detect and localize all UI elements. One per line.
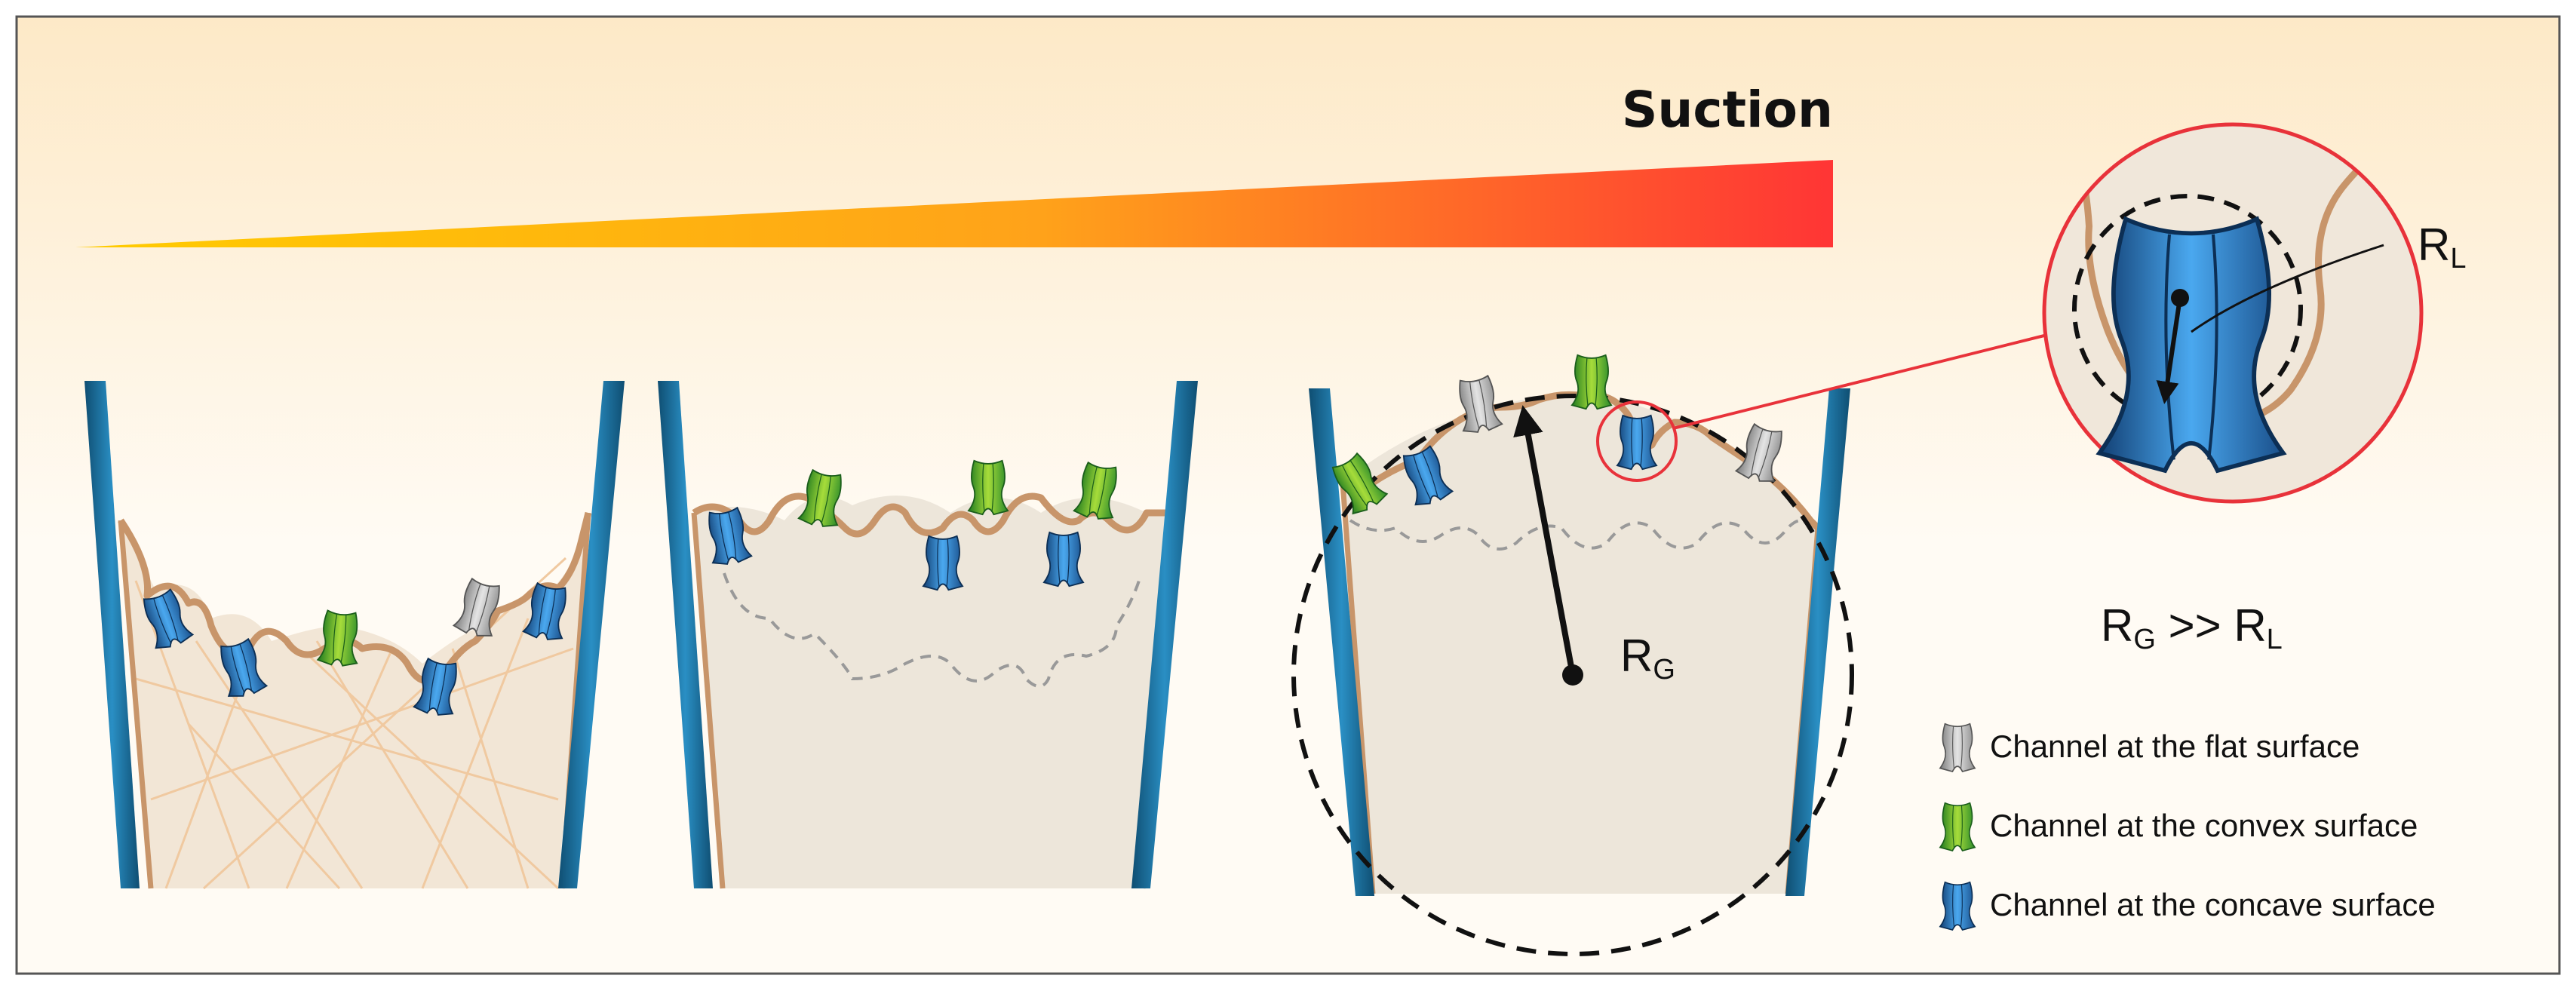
panel-2-channel-concave-icon <box>1042 531 1085 588</box>
global-radius-label: RG <box>1620 630 1675 686</box>
panel-1-pipette-wall-left <box>84 381 140 888</box>
legend-label-flat: Channel at the flat surface <box>1990 729 2360 764</box>
panel-2-membrane <box>692 492 1168 538</box>
global-radius-arrow <box>1513 405 1576 676</box>
legend-label-concave: Channel at the concave surface <box>1990 887 2436 922</box>
global-curvature-circle <box>1291 394 1854 956</box>
panel-2-channel-concave-icon <box>708 506 753 565</box>
legend-convex-channel-icon <box>1939 802 1976 851</box>
panel-1 <box>84 381 625 890</box>
suction-title: Suction <box>1622 81 1833 139</box>
local-radius-leader <box>2191 244 2384 333</box>
panel-1-cell-body <box>121 513 588 888</box>
panel-3-channel-flat-icon <box>1459 374 1503 433</box>
panel-1-membrane <box>118 511 592 685</box>
panel-1-channel-concave-icon <box>522 581 566 640</box>
panel-2 <box>658 381 1198 889</box>
panel-3-channel-concave-icon <box>1402 445 1454 506</box>
channel-layer <box>143 354 1782 716</box>
panel-3-channel-convex-icon <box>1570 354 1613 410</box>
panel-3-channel-concave-icon <box>1616 414 1658 471</box>
panel-2-membrane-left <box>691 512 726 889</box>
panel-1-channel-flat-icon <box>452 577 500 637</box>
legend-flat-channel-icon <box>1939 722 1976 772</box>
zoom-connector-line <box>1672 334 2045 430</box>
panel-3-pipette-wall-right <box>1785 388 1850 896</box>
legend-concave-channel-icon <box>1939 881 1976 931</box>
panel-2-channel-concave-icon <box>922 535 964 591</box>
panel-2-channel-convex-icon <box>1073 461 1117 520</box>
panel-1-channel-concave-icon <box>413 657 457 716</box>
zoom-channel <box>2095 216 2287 474</box>
panel-3-previous-outline <box>1349 519 1812 551</box>
panel-1-membrane-left <box>118 520 154 889</box>
panel-2-pipette-wall-left <box>658 381 713 888</box>
panel-3-channel-convex-icon <box>1331 452 1389 515</box>
panel-2-pipette-wall-right <box>1131 381 1198 888</box>
panel-3-channel-flat-icon <box>1734 422 1782 482</box>
legend-label-convex: Channel at the convex surface <box>1990 808 2418 843</box>
panel-3-pipette-wall-left <box>1309 388 1374 896</box>
panel-1-cytoskeleton <box>134 557 574 890</box>
panel-1-channel-concave-icon <box>220 637 269 697</box>
panel-3: RG <box>1291 334 2045 956</box>
suction-gradient-wedge <box>75 160 1833 247</box>
panel-1-channel-concave-icon <box>143 588 195 649</box>
zoom-source-ring <box>1596 400 1678 482</box>
panel-2-channel-convex-icon <box>797 468 842 527</box>
panel-3-cell-body <box>1343 392 1818 894</box>
local-radius-label: RL <box>2418 219 2466 275</box>
global-center-dot <box>1562 664 1583 686</box>
panel-1-channel-convex-icon <box>316 609 358 667</box>
panel-2-channel-convex-icon <box>967 459 1009 516</box>
panel-2-cell-body <box>694 495 1168 888</box>
zoom-inset-ring <box>2042 122 2424 504</box>
local-radius-arrow <box>2156 297 2182 404</box>
zoom-inset: RL <box>2042 122 2466 504</box>
panel-2-previous-outline <box>723 572 1141 688</box>
radius-relation-label: RG >> RL <box>2101 600 2283 655</box>
local-center-dot <box>2171 289 2189 307</box>
panel-1-pipette-wall-right <box>558 381 625 888</box>
